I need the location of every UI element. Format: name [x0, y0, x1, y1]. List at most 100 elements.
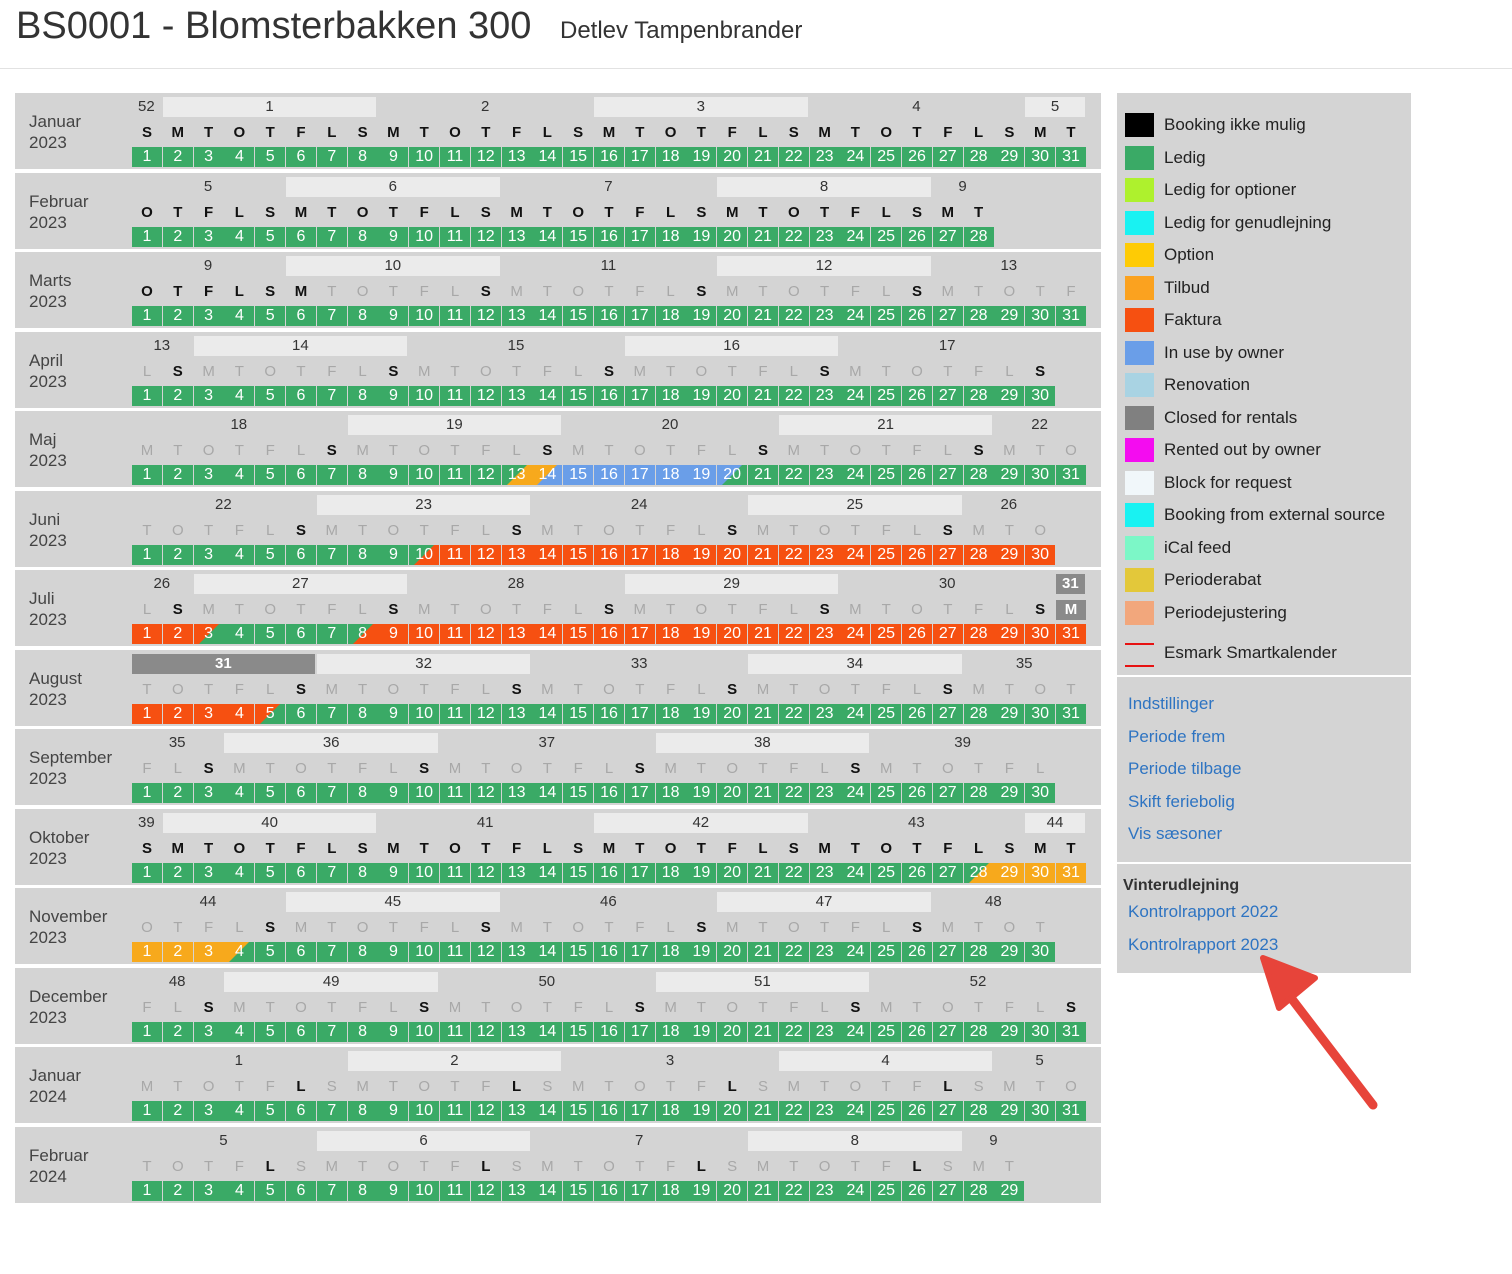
- day-cell[interactable]: 11: [440, 862, 470, 883]
- day-cell[interactable]: 23: [809, 862, 840, 883]
- day-cell[interactable]: 9: [378, 1021, 409, 1042]
- day-cell[interactable]: 19: [686, 862, 717, 883]
- day-cell[interactable]: 18: [655, 147, 686, 167]
- day-cell[interactable]: 8: [347, 1021, 378, 1042]
- day-cell[interactable]: 2: [162, 1021, 193, 1042]
- day-cell[interactable]: 22: [778, 703, 809, 724]
- day-cell[interactable]: 1: [132, 544, 162, 565]
- day-cell[interactable]: 2: [162, 1101, 193, 1121]
- day-cell[interactable]: 9: [378, 942, 409, 962]
- day-cell[interactable]: 30: [1025, 1101, 1056, 1121]
- day-cell[interactable]: 6: [286, 783, 316, 803]
- day-cell[interactable]: 15: [563, 783, 594, 803]
- day-cell[interactable]: 22: [778, 1021, 809, 1042]
- day-cell[interactable]: 11: [440, 306, 470, 326]
- day-cell[interactable]: 6: [286, 624, 316, 644]
- day-cell[interactable]: 3: [193, 226, 224, 247]
- day-cell[interactable]: 6: [286, 226, 316, 247]
- day-cell[interactable]: 8: [347, 306, 378, 326]
- day-cell[interactable]: 26: [902, 1021, 932, 1042]
- day-cell[interactable]: 2: [162, 147, 193, 167]
- day-cell[interactable]: 3: [193, 544, 224, 565]
- day-cell[interactable]: 30: [1025, 465, 1056, 485]
- day-cell[interactable]: 29: [994, 147, 1025, 167]
- day-cell[interactable]: 13: [501, 226, 532, 247]
- nav-link[interactable]: Periode frem: [1128, 726, 1226, 746]
- day-cell[interactable]: 2: [162, 783, 193, 803]
- day-cell[interactable]: 7: [316, 1101, 347, 1121]
- day-cell[interactable]: 12: [470, 1021, 501, 1042]
- day-cell[interactable]: 14: [532, 226, 563, 247]
- day-cell[interactable]: 23: [809, 226, 840, 247]
- day-cell[interactable]: 3: [193, 624, 224, 644]
- day-cell[interactable]: 8: [347, 147, 378, 167]
- day-cell[interactable]: 7: [316, 783, 347, 803]
- day-cell[interactable]: 2: [162, 385, 193, 406]
- day-cell[interactable]: 30: [1025, 385, 1056, 406]
- day-cell[interactable]: 27: [932, 1180, 963, 1201]
- day-cell[interactable]: 17: [624, 385, 655, 406]
- day-cell[interactable]: 5: [255, 385, 286, 406]
- day-cell[interactable]: 25: [871, 1021, 902, 1042]
- day-cell[interactable]: 4: [224, 465, 255, 485]
- day-cell[interactable]: 12: [470, 306, 501, 326]
- day-cell[interactable]: 27: [932, 226, 963, 247]
- day-cell[interactable]: 9: [378, 1101, 409, 1121]
- day-cell[interactable]: 5: [255, 147, 286, 167]
- day-cell[interactable]: 26: [902, 226, 932, 247]
- day-cell[interactable]: 29: [994, 862, 1025, 883]
- day-cell[interactable]: 17: [624, 942, 655, 962]
- day-cell[interactable]: 18: [655, 783, 686, 803]
- day-cell[interactable]: 5: [255, 1021, 286, 1042]
- day-cell[interactable]: 29: [994, 544, 1025, 565]
- day-cell[interactable]: 13: [501, 1021, 532, 1042]
- day-cell[interactable]: 6: [286, 306, 316, 326]
- day-cell[interactable]: 10: [409, 385, 440, 406]
- day-cell[interactable]: 14: [532, 942, 563, 962]
- day-cell[interactable]: 2: [162, 624, 193, 644]
- day-cell[interactable]: 30: [1025, 703, 1056, 724]
- day-cell[interactable]: 17: [624, 1021, 655, 1042]
- day-cell[interactable]: 13: [501, 1101, 532, 1121]
- day-cell[interactable]: 9: [378, 862, 409, 883]
- day-cell[interactable]: 25: [871, 703, 902, 724]
- day-cell[interactable]: 21: [748, 544, 778, 565]
- day-cell[interactable]: 31: [1056, 1021, 1086, 1042]
- day-cell[interactable]: 22: [778, 942, 809, 962]
- day-cell[interactable]: 6: [286, 385, 316, 406]
- day-cell[interactable]: 21: [748, 942, 778, 962]
- day-cell[interactable]: 13: [501, 783, 532, 803]
- day-cell[interactable]: 22: [778, 147, 809, 167]
- day-cell[interactable]: 16: [594, 226, 624, 247]
- day-cell[interactable]: 21: [748, 862, 778, 883]
- day-cell[interactable]: 15: [563, 1180, 594, 1201]
- day-cell[interactable]: 30: [1025, 624, 1056, 644]
- day-cell[interactable]: 26: [902, 385, 932, 406]
- day-cell[interactable]: 5: [255, 465, 286, 485]
- day-cell[interactable]: 26: [902, 1101, 932, 1121]
- day-cell[interactable]: 27: [932, 465, 963, 485]
- day-cell[interactable]: 1: [132, 942, 162, 962]
- day-cell[interactable]: 30: [1025, 942, 1056, 962]
- day-cell[interactable]: 18: [655, 1021, 686, 1042]
- day-cell[interactable]: 6: [286, 465, 316, 485]
- day-cell[interactable]: 4: [224, 226, 255, 247]
- day-cell[interactable]: 30: [1025, 1021, 1056, 1042]
- day-cell[interactable]: 23: [809, 306, 840, 326]
- day-cell[interactable]: 1: [132, 226, 162, 247]
- day-cell[interactable]: 30: [1025, 862, 1056, 883]
- day-cell[interactable]: 24: [840, 544, 871, 565]
- day-cell[interactable]: 29: [994, 624, 1025, 644]
- day-cell[interactable]: 30: [1025, 783, 1056, 803]
- day-cell[interactable]: 24: [840, 783, 871, 803]
- day-cell[interactable]: 6: [286, 942, 316, 962]
- day-cell[interactable]: 10: [409, 544, 440, 565]
- day-cell[interactable]: 19: [686, 465, 717, 485]
- day-cell[interactable]: 28: [963, 465, 994, 485]
- day-cell[interactable]: 1: [132, 862, 162, 883]
- day-cell[interactable]: 28: [963, 226, 994, 247]
- day-cell[interactable]: 10: [409, 306, 440, 326]
- day-cell[interactable]: 22: [778, 783, 809, 803]
- day-cell[interactable]: 19: [686, 703, 717, 724]
- day-cell[interactable]: 16: [594, 942, 624, 962]
